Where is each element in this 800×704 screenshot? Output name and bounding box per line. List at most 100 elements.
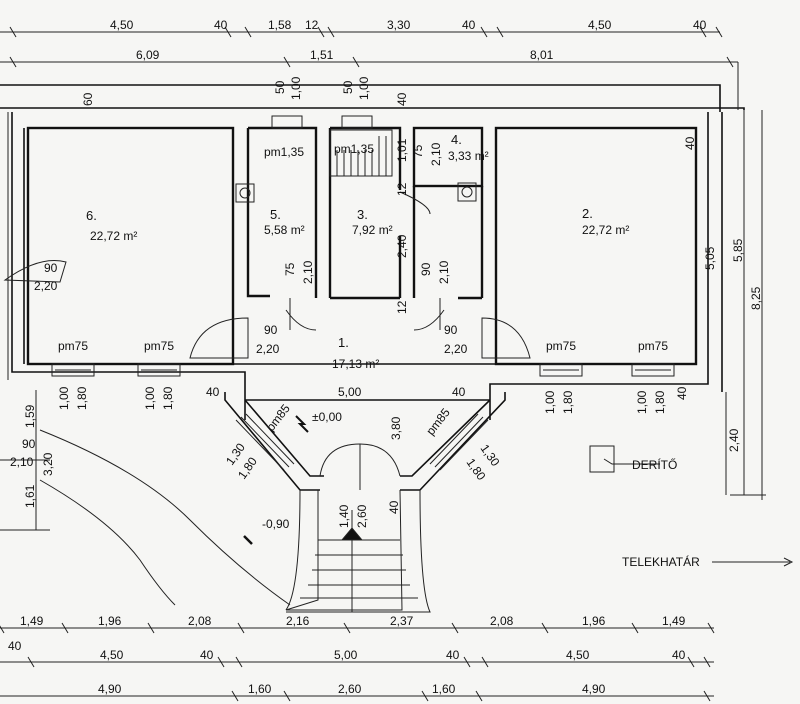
dim-label: 50 bbox=[273, 80, 287, 94]
room-number: 3. bbox=[357, 207, 368, 222]
dim-right: 5,85 bbox=[731, 238, 745, 262]
dim-bottom: 1,60 bbox=[248, 682, 272, 696]
room-area: 22,72 m² bbox=[582, 223, 629, 237]
dim-bottom: 4,50 bbox=[100, 648, 124, 662]
dim-label: 1,40 bbox=[337, 504, 351, 528]
window-label: pm75 bbox=[638, 339, 668, 353]
dim-right: 5,05 bbox=[703, 246, 717, 270]
dim-label: 2,20 bbox=[256, 342, 280, 356]
room-area: 7,92 m² bbox=[352, 223, 393, 237]
dim-label: 40 bbox=[452, 385, 466, 399]
dim-label: 3,20 bbox=[41, 452, 55, 476]
dim-label: 1,01 bbox=[395, 138, 409, 162]
window-label: pm1,35 bbox=[334, 142, 374, 156]
dim-top: 8,01 bbox=[530, 48, 554, 62]
dim-label: 90 bbox=[44, 261, 58, 275]
room-number: 2. bbox=[582, 206, 593, 221]
dim-label: 75 bbox=[411, 144, 425, 158]
dim-label: 2,10 bbox=[429, 142, 443, 166]
outer-walls bbox=[0, 62, 766, 500]
dim-label: 90 bbox=[419, 262, 433, 276]
bottom-dimension-lines bbox=[0, 622, 715, 702]
stair-arrow-icon bbox=[340, 527, 364, 541]
dim-label: 1,00 bbox=[357, 76, 371, 100]
dim-top: 1,51 bbox=[310, 48, 334, 62]
dim-label: 3,80 bbox=[389, 416, 403, 440]
dim-bottom: 1,96 bbox=[582, 614, 606, 628]
property-line-label: TELEKHATÁR bbox=[622, 554, 700, 569]
dim-label: 1,80 bbox=[161, 386, 175, 410]
interior-walls bbox=[26, 126, 698, 366]
door-swings bbox=[3, 191, 531, 359]
dim-label: 90 bbox=[22, 437, 36, 451]
dim-label: 60 bbox=[81, 92, 95, 106]
room-number: 5. bbox=[270, 207, 281, 222]
dim-label: 50 bbox=[341, 80, 355, 94]
entrance-steps bbox=[285, 489, 431, 613]
dim-top: 40 bbox=[214, 18, 228, 32]
dim-bottom: 2,37 bbox=[390, 614, 414, 628]
entrance-bay bbox=[224, 392, 506, 491]
dim-label: 1,80 bbox=[653, 390, 667, 414]
dim-label: 2,10 bbox=[10, 455, 34, 469]
dim-label: 1,00 bbox=[57, 386, 71, 410]
room-area: 5,58 m² bbox=[264, 223, 305, 237]
dim-label: 1,61 bbox=[23, 484, 37, 508]
dim-label: 2,40 bbox=[395, 234, 409, 258]
dim-bottom: 40 bbox=[200, 648, 214, 662]
dim-label: 40 bbox=[206, 385, 220, 399]
dim-bottom: 40 bbox=[446, 648, 460, 662]
dim-label: 2,60 bbox=[355, 504, 369, 528]
dim-label: 2,20 bbox=[444, 342, 468, 356]
dim-right: 40 bbox=[683, 136, 697, 150]
dim-top: 1,58 bbox=[268, 18, 292, 32]
septic-label: DERÍTŐ bbox=[632, 457, 677, 472]
dim-top: 12 bbox=[305, 18, 319, 32]
dim-right: 2,40 bbox=[727, 428, 741, 452]
dim-bottom: 1,96 bbox=[98, 614, 122, 628]
window-label: pm75 bbox=[144, 339, 174, 353]
dim-label: 2,10 bbox=[301, 260, 315, 284]
dim-bottom: 5,00 bbox=[334, 648, 358, 662]
dim-label: 1,00 bbox=[635, 390, 649, 414]
septic-tank-symbol bbox=[589, 445, 660, 473]
dim-bottom: 2,08 bbox=[188, 614, 212, 628]
dim-label: 1,00 bbox=[143, 386, 157, 410]
dim-label: 12 bbox=[395, 182, 409, 196]
dim-label: 1,80 bbox=[75, 386, 89, 410]
dim-label: 40 bbox=[395, 92, 409, 106]
room-area: 3,33 m² bbox=[448, 149, 489, 163]
dim-bottom: 4,90 bbox=[582, 682, 606, 696]
dim-bottom: 1,49 bbox=[20, 614, 44, 628]
dim-bottom: 4,50 bbox=[566, 648, 590, 662]
dim-label: 12 bbox=[395, 300, 409, 314]
dim-label: 1,80 bbox=[561, 390, 575, 414]
dim-top: 4,50 bbox=[110, 18, 134, 32]
dim-top: 4,50 bbox=[588, 18, 612, 32]
dim-bottom: 40 bbox=[672, 648, 686, 662]
room-number: 6. bbox=[86, 208, 97, 223]
dim-bottom: 1,60 bbox=[432, 682, 456, 696]
dim-label: 40 bbox=[387, 500, 401, 514]
dim-top: 3,30 bbox=[387, 18, 411, 32]
chimney-icon bbox=[235, 182, 477, 203]
window-label: pm75 bbox=[58, 339, 88, 353]
dim-bottom: 1,49 bbox=[662, 614, 686, 628]
dim-label: 5,00 bbox=[338, 385, 362, 399]
dim-bottom: 4,90 bbox=[98, 682, 122, 696]
window-label: pm75 bbox=[546, 339, 576, 353]
dim-label: 75 bbox=[283, 262, 297, 276]
dim-right: 8,25 bbox=[749, 286, 763, 310]
room-area: 17,13 m² bbox=[332, 357, 379, 371]
level-marker-icon bbox=[243, 415, 309, 545]
dim-label: 1,59 bbox=[23, 404, 37, 428]
dim-label: 1,00 bbox=[543, 390, 557, 414]
stairs-room-3 bbox=[329, 129, 393, 177]
dim-bottom: 2,16 bbox=[286, 614, 310, 628]
window-label: pm1,35 bbox=[264, 145, 304, 159]
dim-bottom: 2,08 bbox=[490, 614, 514, 628]
terrain-lines bbox=[0, 390, 291, 606]
level-label: ±0,00 bbox=[312, 410, 342, 424]
room-area: 22,72 m² bbox=[90, 229, 137, 243]
